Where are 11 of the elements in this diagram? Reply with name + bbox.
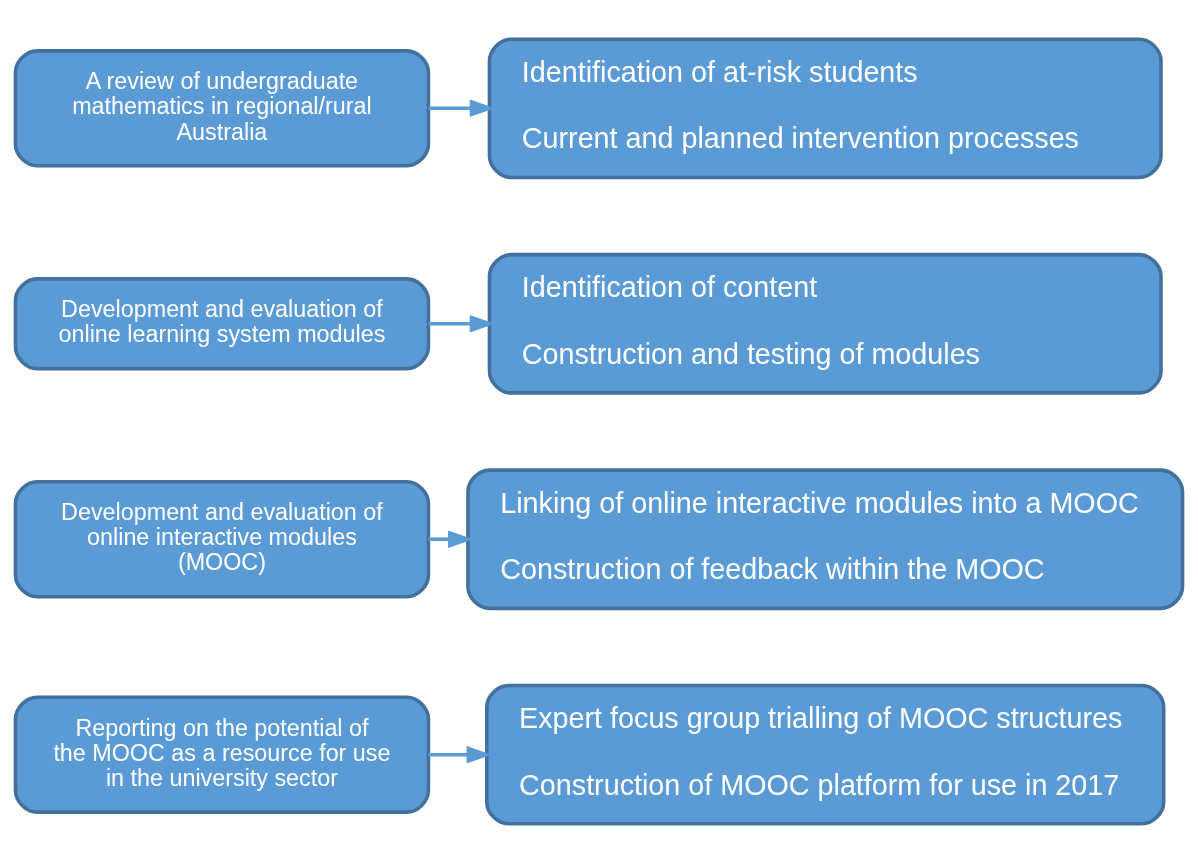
node-box: Reporting on the potential of the MOOC as a resource for use in the university sector (13, 695, 431, 814)
node-box: Identification of at-risk students Current and planned intervention processes (487, 37, 1163, 180)
arrow (428, 99, 495, 118)
node-box: Identification of content Construction and testing of modules (487, 252, 1163, 395)
arrow (428, 314, 495, 333)
arrow (428, 745, 492, 764)
node-box: Development and evaluation of online learning system modules (13, 277, 431, 371)
node-box: Development and evaluation of online interactive modules (MOOC) (13, 479, 431, 599)
node-box: A review of undergraduate mathematics in regional/rural Australia (13, 49, 431, 168)
node-box: Expert focus group trialling of MOOC structures Construction of MOOC platform for use in 2017 (485, 683, 1166, 826)
node-box: Linking of online interactive modules into a MOOC Construction of feedback within the MOOC (466, 468, 1185, 611)
